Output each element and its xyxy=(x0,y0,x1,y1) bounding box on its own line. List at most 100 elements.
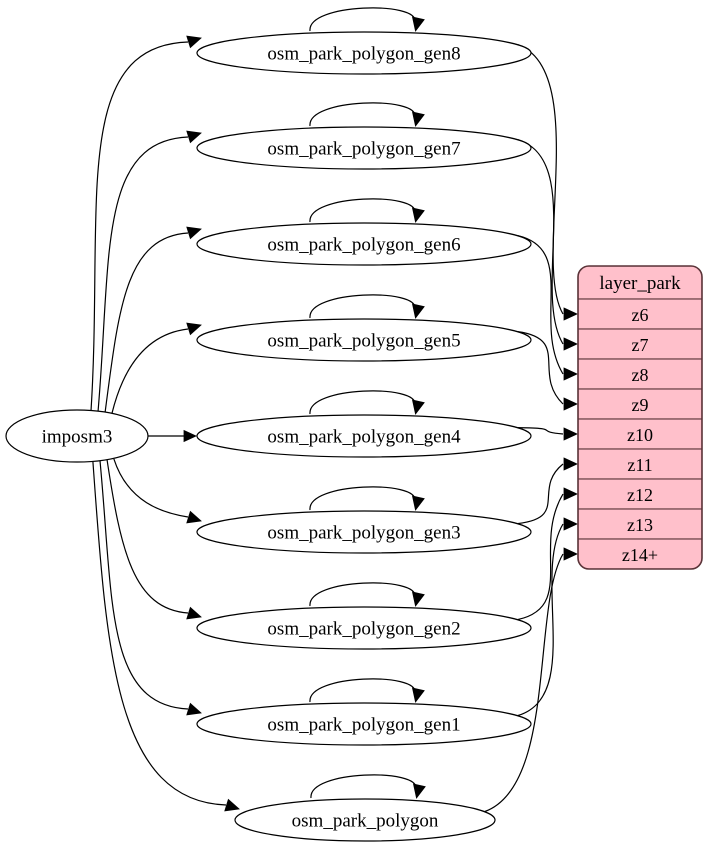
edge-arrow-osm_park_polygon-to-z14+ xyxy=(563,547,578,561)
table-row-z13[interactable] xyxy=(578,508,702,540)
edge-arrow-imposm3-to-osm_park_polygon_gen2 xyxy=(186,606,202,620)
node-label-osm_park_polygon_gen4: osm_park_polygon_gen4 xyxy=(267,427,461,448)
table-row-label-z7: z7 xyxy=(632,335,649,355)
node-label-osm_park_polygon_gen6: osm_park_polygon_gen6 xyxy=(267,235,460,256)
edge-osm_park_polygon_gen4-to-z10 xyxy=(517,427,564,435)
self-loop-osm_park_polygon_gen1 xyxy=(309,678,416,703)
edge-osm_park_polygon-to-z14+ xyxy=(484,553,564,813)
table-row-label-z10: z10 xyxy=(627,425,653,445)
node-ellipse-osm_park_polygon_gen7[interactable] xyxy=(196,126,532,170)
edge-arrow-osm_park_polygon_gen1-to-z13 xyxy=(563,517,578,531)
edge-arrow-imposm3-to-osm_park_polygon_gen7 xyxy=(186,130,202,144)
table-row-label-z9: z9 xyxy=(632,395,649,415)
edge-arrow-imposm3-to-osm_park_polygon xyxy=(224,798,240,812)
node-label-imposm3: imposm3 xyxy=(42,427,113,448)
edge-osm_park_polygon_gen8-to-z6 xyxy=(517,44,564,315)
node-osm_park_polygon_gen8[interactable]: osm_park_polygon_gen8 xyxy=(196,31,532,75)
edge-imposm3-to-osm_park_polygon_gen7 xyxy=(97,136,189,416)
node-ellipse-osm_park_polygon_gen2[interactable] xyxy=(196,606,532,650)
table-row-z8[interactable] xyxy=(578,358,702,390)
self-loop-osm_park_polygon_gen7 xyxy=(309,102,416,127)
self-loop-arrow-osm_park_polygon_gen8 xyxy=(411,16,425,32)
node-label-osm_park_polygon_gen3: osm_park_polygon_gen3 xyxy=(267,523,460,544)
self-loop-arrow-osm_park_polygon_gen4 xyxy=(411,399,425,415)
table-row-z14+[interactable] xyxy=(578,538,702,569)
edge-osm_park_polygon_gen7-to-z7 xyxy=(517,139,564,345)
edge-imposm3-to-osm_park_polygon xyxy=(91,455,227,806)
node-osm_park_polygon_gen2[interactable]: osm_park_polygon_gen2 xyxy=(196,606,532,650)
edge-arrow-imposm3-to-osm_park_polygon_gen3 xyxy=(186,510,202,524)
self-loop-arrow-osm_park_polygon_gen3 xyxy=(411,495,425,511)
self-loop-arrow-osm_park_polygon_gen7 xyxy=(411,111,425,127)
edge-arrow-osm_park_polygon_gen6-to-z8 xyxy=(563,367,578,381)
table-row-label-z12: z12 xyxy=(627,485,653,505)
edge-arrow-imposm3-to-osm_park_polygon_gen4 xyxy=(183,429,197,443)
node-osm_park_polygon_gen3[interactable]: osm_park_polygon_gen3 xyxy=(196,510,532,554)
table-row-label-z13: z13 xyxy=(627,515,653,535)
edge-osm_park_polygon_gen6-to-z8 xyxy=(517,235,564,375)
edge-imposm3-to-osm_park_polygon_gen5 xyxy=(111,328,189,414)
edge-arrow-osm_park_polygon_gen5-to-z9 xyxy=(563,397,578,411)
edge-osm_park_polygon_gen5-to-z9 xyxy=(517,331,564,405)
table-row-label-z6: z6 xyxy=(632,305,649,325)
node-ellipse-osm_park_polygon_gen8[interactable] xyxy=(196,31,532,75)
node-ellipse-osm_park_polygon[interactable] xyxy=(234,798,496,842)
edge-arrow-imposm3-to-osm_park_polygon_gen6 xyxy=(186,226,202,240)
edge-imposm3-to-osm_park_polygon_gen8 xyxy=(89,41,189,418)
self-loop-arrow-osm_park_polygon_gen6 xyxy=(411,207,425,223)
edge-arrow-osm_park_polygon_gen2-to-z12 xyxy=(563,487,578,501)
source-node-imposm3[interactable]: imposm3 xyxy=(5,409,149,463)
node-ellipse-osm_park_polygon_gen6[interactable] xyxy=(196,222,532,266)
edge-arrow-osm_park_polygon_gen8-to-z6 xyxy=(563,307,578,321)
node-label-osm_park_polygon: osm_park_polygon xyxy=(292,811,439,832)
table-row-z12[interactable] xyxy=(578,478,702,510)
node-osm_park_polygon[interactable]: osm_park_polygon xyxy=(234,798,496,842)
node-label-osm_park_polygon_gen1: osm_park_polygon_gen1 xyxy=(267,715,460,736)
edges-to-layer-park xyxy=(484,44,578,813)
self-loop-osm_park_polygon_gen6 xyxy=(309,198,416,223)
edge-imposm3-to-osm_park_polygon_gen3 xyxy=(113,458,189,518)
node-ellipse-osm_park_polygon_gen3[interactable] xyxy=(196,510,532,554)
edge-imposm3-to-osm_park_polygon_gen2 xyxy=(106,457,189,614)
edge-imposm3-to-osm_park_polygon_gen6 xyxy=(104,232,189,415)
table-row-label-z14+: z14+ xyxy=(622,545,658,565)
table-row-z10[interactable] xyxy=(578,418,702,450)
node-label-osm_park_polygon_gen2: osm_park_polygon_gen2 xyxy=(267,619,460,640)
edge-arrow-osm_park_polygon_gen7-to-z7 xyxy=(563,337,578,351)
node-label-osm_park_polygon_gen8: osm_park_polygon_gen8 xyxy=(267,44,460,65)
table-row-label-z11: z11 xyxy=(627,455,652,475)
node-osm_park_polygon_gen6[interactable]: osm_park_polygon_gen6 xyxy=(196,222,532,266)
edge-arrow-osm_park_polygon_gen4-to-z10 xyxy=(563,427,578,441)
node-osm_park_polygon_gen4[interactable]: osm_park_polygon_gen4 xyxy=(196,414,532,458)
table-row-label-z8: z8 xyxy=(632,365,649,385)
node-osm_park_polygon_gen7[interactable]: osm_park_polygon_gen7 xyxy=(196,126,532,170)
edges-from-imposm3 xyxy=(89,35,240,812)
node-label-osm_park_polygon_gen7: osm_park_polygon_gen7 xyxy=(267,139,460,160)
self-loop-osm_park_polygon_gen8 xyxy=(309,7,416,32)
self-loop-arrow-osm_park_polygon xyxy=(412,783,426,799)
polygon-nodes: osm_park_polygon_gen8 osm_park_polygon_ge… xyxy=(196,31,532,842)
edge-arrow-imposm3-to-osm_park_polygon_gen8 xyxy=(186,35,202,49)
self-loop-arrow-osm_park_polygon_gen2 xyxy=(411,591,425,607)
self-loop-osm_park_polygon_gen2 xyxy=(309,582,416,607)
edge-arrow-imposm3-to-osm_park_polygon_gen1 xyxy=(186,702,202,716)
node-osm_park_polygon_gen5[interactable]: osm_park_polygon_gen5 xyxy=(196,318,532,362)
self-loop-osm_park_polygon_gen3 xyxy=(309,486,416,511)
node-osm_park_polygon_gen1[interactable]: osm_park_polygon_gen1 xyxy=(196,702,532,746)
table-row-z7[interactable] xyxy=(578,328,702,360)
table-outline xyxy=(577,265,703,570)
node-ellipse-osm_park_polygon_gen1[interactable] xyxy=(196,702,532,746)
node-ellipse-osm_park_polygon_gen5[interactable] xyxy=(196,318,532,362)
node-label-osm_park_polygon_gen5: osm_park_polygon_gen5 xyxy=(267,331,460,352)
edge-arrow-osm_park_polygon_gen3-to-z11 xyxy=(563,457,578,471)
edge-osm_park_polygon_gen3-to-z11 xyxy=(517,463,564,525)
edge-osm_park_polygon_gen2-to-z12 xyxy=(517,493,564,621)
edge-arrow-imposm3-to-osm_park_polygon_gen5 xyxy=(186,322,202,336)
node-ellipse-osm_park_polygon_gen4[interactable] xyxy=(196,414,532,458)
node-ellipse-imposm3[interactable] xyxy=(5,409,149,463)
self-loop-arrow-osm_park_polygon_gen1 xyxy=(411,687,425,703)
